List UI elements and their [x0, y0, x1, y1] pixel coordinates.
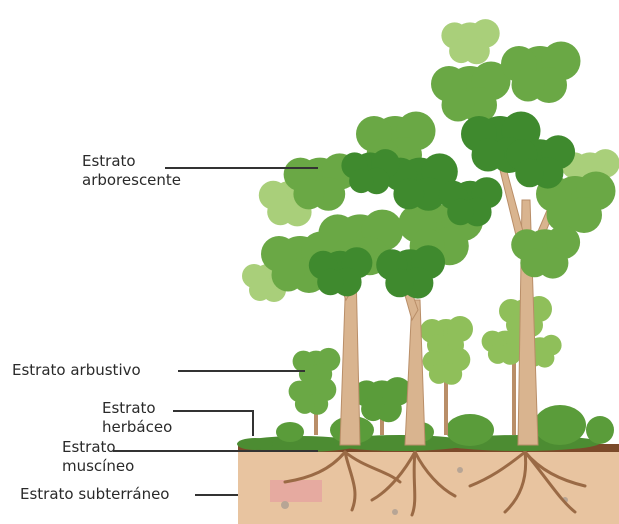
highlight-box [270, 480, 322, 502]
leader-line-herbaceo [173, 411, 253, 436]
label-muscineo-line2: muscíneo [62, 457, 134, 476]
label-arborescente-line1: Estrato [82, 152, 181, 171]
label-estrato-muscineo: Estrato muscíneo [62, 438, 134, 476]
label-estrato-subterraneo: Estrato subterráneo [20, 485, 170, 504]
label-herbaceo-line2: herbáceo [102, 418, 172, 437]
soil-layer [238, 444, 619, 524]
label-arborescente-line2: arborescente [82, 171, 181, 190]
label-herbaceo-line1: Estrato [102, 399, 172, 418]
tree-canopy [242, 19, 619, 302]
label-estrato-arbustivo: Estrato arbustivo [12, 361, 141, 380]
label-estrato-arborescente: Estrato arborescente [82, 152, 181, 190]
label-muscineo-line1: Estrato [62, 438, 134, 457]
label-estrato-herbaceo: Estrato herbáceo [102, 399, 172, 437]
